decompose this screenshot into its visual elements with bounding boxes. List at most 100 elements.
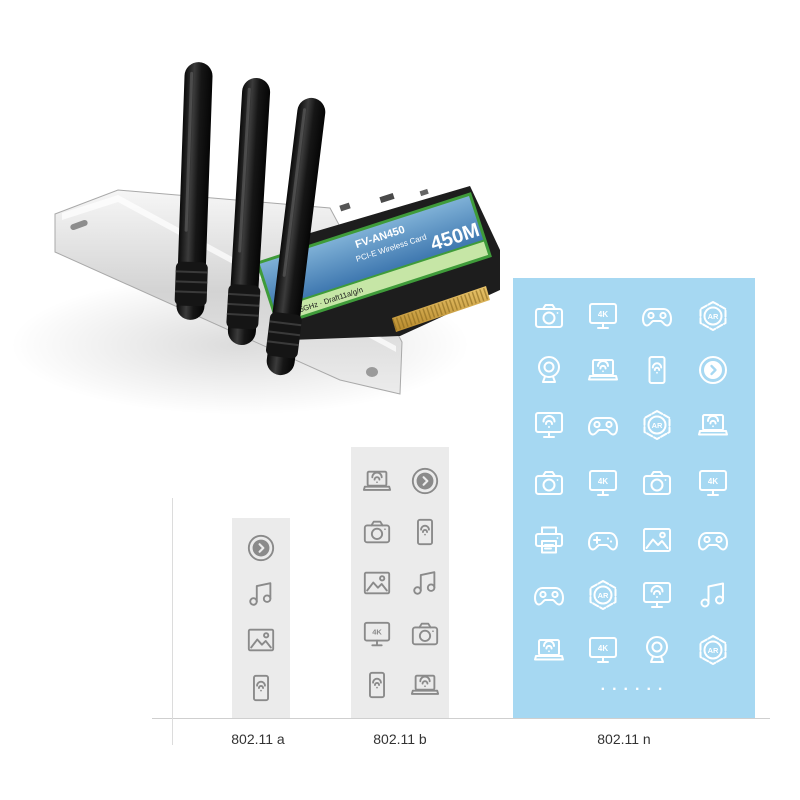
game-controller-icon <box>587 524 619 556</box>
play-circle-icon-graphic <box>247 534 275 562</box>
bar-802-11-n: ...... 4K AR AR 4K <box>513 278 755 718</box>
antenna <box>174 62 213 320</box>
antenna <box>265 97 326 376</box>
gamepad-icon <box>587 409 619 441</box>
webcam-icon-graphic <box>538 356 560 383</box>
camera-icon <box>362 517 392 547</box>
music-note-icon <box>246 579 276 609</box>
camera-icon-graphic <box>535 471 563 495</box>
camera-icon-graphic <box>643 471 671 495</box>
image-icon-graphic <box>247 628 275 652</box>
icon-label: AR <box>598 591 609 600</box>
ar-icon-graphic: AR <box>699 635 727 665</box>
gamepad-icon-graphic <box>698 532 728 551</box>
laptop-wifi-icon <box>362 466 392 496</box>
image-icon <box>641 524 673 556</box>
webcam-icon <box>533 354 565 386</box>
monitor-4k-icon: 4K <box>587 467 619 499</box>
monitor-4k-icon: 4K <box>587 300 619 332</box>
play-circle-icon-graphic <box>699 356 727 384</box>
icon-label: 4K <box>598 644 608 653</box>
monitor-4k-icon: 4K <box>587 634 619 666</box>
webcam-icon-graphic <box>646 636 668 663</box>
vertical-axis <box>172 498 173 745</box>
gamepad-icon-graphic <box>534 587 564 606</box>
ar-icon: AR <box>697 300 729 332</box>
laptop-wifi-icon <box>587 354 619 386</box>
image-icon <box>362 568 392 598</box>
monitor-4k-icon-graphic: 4K <box>589 303 617 329</box>
monitor-4k-icon: 4K <box>697 467 729 499</box>
tablet-wifi-icon-graphic <box>369 671 385 699</box>
monitor-4k-icon-graphic: 4K <box>363 621 391 647</box>
play-circle-icon-graphic <box>411 467 439 495</box>
laptop-wifi-icon-graphic <box>534 639 564 661</box>
laptop-wifi-icon-graphic <box>362 470 392 491</box>
music-note-icon <box>410 568 440 598</box>
music-note-icon-graphic <box>249 582 272 606</box>
ar-icon-graphic: AR <box>589 580 617 610</box>
printer-icon <box>533 524 565 556</box>
bar-802-11-b: 4K <box>351 447 449 718</box>
gamepad-icon <box>697 524 729 556</box>
icon-label: 4K <box>598 477 608 486</box>
monitor-wifi-icon <box>641 579 673 611</box>
tablet-wifi-icon <box>641 354 673 386</box>
tablet-wifi-icon <box>410 517 440 547</box>
image-icon-graphic <box>363 571 391 595</box>
printer-icon-graphic <box>535 526 563 554</box>
monitor-4k-icon: 4K <box>362 619 392 649</box>
category-label-802-11-b: 802.11 b <box>373 731 427 747</box>
icon-label: 4K <box>708 477 718 486</box>
gamepad-icon-graphic <box>642 308 672 327</box>
laptop-wifi-icon-graphic <box>698 414 728 436</box>
tablet-wifi-icon-graphic <box>417 518 433 546</box>
gamepad-icon <box>641 300 673 332</box>
icon-label: AR <box>708 646 719 655</box>
icon-label: 4K <box>372 628 382 637</box>
category-label-802-11-n: 802.11 n <box>597 731 651 747</box>
camera-icon-graphic <box>535 304 563 328</box>
baseline-axis <box>152 718 770 719</box>
image-icon-graphic <box>643 528 671 552</box>
monitor-wifi-icon-graphic <box>535 412 563 438</box>
camera-icon <box>410 619 440 649</box>
game-controller-icon-graphic <box>588 532 618 551</box>
gamepad-icon-graphic <box>588 417 618 436</box>
laptop-wifi-icon-graphic <box>410 674 440 695</box>
monitor-4k-icon-graphic: 4K <box>589 637 617 663</box>
camera-icon <box>641 467 673 499</box>
play-circle-icon <box>246 533 276 563</box>
music-note-icon-graphic <box>413 571 436 595</box>
icon-label: 4K <box>598 310 608 319</box>
gold-connector <box>392 286 490 332</box>
gamepad-icon <box>533 579 565 611</box>
tablet-wifi-icon-graphic <box>648 356 666 384</box>
antenna <box>226 77 271 346</box>
camera-icon <box>533 467 565 499</box>
music-note-icon-graphic <box>700 582 724 608</box>
webcam-icon <box>641 634 673 666</box>
bar-802-11-a <box>232 518 290 718</box>
monitor-4k-icon-graphic: 4K <box>589 470 617 496</box>
ar-icon: AR <box>641 409 673 441</box>
laptop-wifi-icon <box>533 634 565 666</box>
monitor-wifi-icon-graphic <box>643 582 671 608</box>
image-icon <box>246 625 276 655</box>
laptop-wifi-icon-graphic <box>588 359 618 381</box>
play-circle-icon <box>410 466 440 496</box>
icon-label: AR <box>708 312 719 321</box>
product-photo: FV-AN450 PCI-E Wireless Card 450M 2.4/5G… <box>0 0 520 440</box>
ar-icon-graphic: AR <box>699 301 727 331</box>
ar-icon: AR <box>587 579 619 611</box>
ar-icon-graphic: AR <box>643 410 671 440</box>
laptop-wifi-icon <box>410 670 440 700</box>
camera-icon-graphic <box>363 520 391 544</box>
wireless-card-illustration: FV-AN450 PCI-E Wireless Card 450M 2.4/5G… <box>10 62 500 415</box>
play-circle-icon <box>697 354 729 386</box>
ar-icon: AR <box>697 634 729 666</box>
monitor-4k-icon-graphic: 4K <box>699 470 727 496</box>
tablet-wifi-icon <box>246 673 276 703</box>
category-label-802-11-a: 802.11 a <box>231 731 285 747</box>
